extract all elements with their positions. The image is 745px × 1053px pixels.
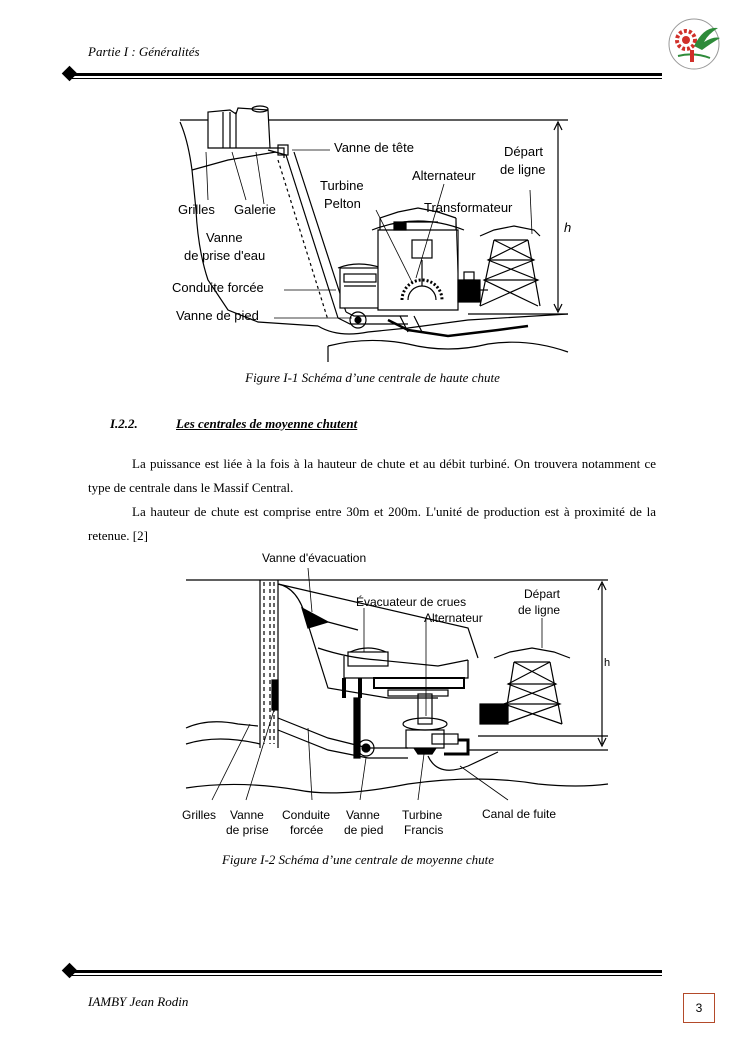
university-logo [668,18,720,70]
fig2-label-alternateur: Alternateur [424,611,483,625]
fig1-label-transformateur: Transformateur [424,200,513,215]
fig2-label-turbine-2: Francis [404,823,443,837]
fig2-label-turbine-1: Turbine [402,808,443,822]
figure2-caption: Figure I-2 Schéma d’une centrale de moye… [221,852,495,867]
figure1-caption: Figure I-1 Schéma d’une centrale de haut… [245,370,500,385]
fig1-label-vanne-pied: Vanne de pied [176,308,259,323]
fig2-label-vanne-evacuation: Vanne d'évacuation [262,551,366,565]
fig1-label-turbine-1: Turbine [320,178,364,193]
fig1-label-grilles: Grilles [178,202,215,217]
fig1-label-vanne-prise-2: de prise d'eau [184,248,265,263]
footer-rule [61,962,662,979]
header-rule [61,65,662,82]
fig2-label-canal: Canal de fuite [482,807,556,821]
fig2-label-conduite-1: Conduite [282,808,330,822]
fig2-label-conduite-2: forcée [290,823,324,837]
paragraph-2: La hauteur de chute est comprise entre 3… [88,504,656,543]
paragraph-1: La puissance est liée à la fois à la hau… [88,456,656,495]
fig1-label-alternateur: Alternateur [412,168,476,183]
fig2-label-vanne-pied-1: Vanne [346,808,380,822]
running-header: Partie I : Généralités [88,44,200,59]
body-text: La puissance est liée à la fois à la hau… [88,452,656,548]
fig2-label-evacuateur: Évacuateur de crues [356,594,466,609]
figure-medium-head-plant: Vanne d'évacuation Évacuateur de crues A… [182,551,610,837]
fig1-label-h: h [564,220,571,235]
fig1-label-turbine-2: Pelton [324,196,361,211]
figure-high-head-plant: Vanne de tête Départ de ligne Alternateu… [172,105,571,362]
fig1-label-conduite: Conduite forcée [172,280,264,295]
fig2-label-depart-2: de ligne [518,603,560,617]
fig1-label-depart-2: de ligne [500,162,546,177]
fig2-label-depart-1: Départ [524,587,561,601]
fig2-label-vanne-pied-2: de pied [344,823,383,837]
section-title: Les centrales de moyenne chutent [176,416,358,431]
section-heading: I.2.2. Les centrales de moyenne chutent [110,416,510,434]
fig2-label-vanne-prise-1: Vanne [230,808,264,822]
fig1-label-vanne-prise-1: Vanne [206,230,243,245]
section-number: I.2.2. [110,416,138,431]
fig1-label-vanne-tete: Vanne de tête [334,140,414,155]
fig2-label-grilles: Grilles [182,808,216,822]
fig1-label-depart-1: Départ [504,144,543,159]
fig1-label-galerie: Galerie [234,202,276,217]
footer-author: IAMBY Jean Rodin [88,994,189,1009]
page-number: 3 [683,993,715,1023]
fig2-label-h: h [604,657,610,669]
fig2-label-vanne-prise-2: de prise [226,823,269,837]
